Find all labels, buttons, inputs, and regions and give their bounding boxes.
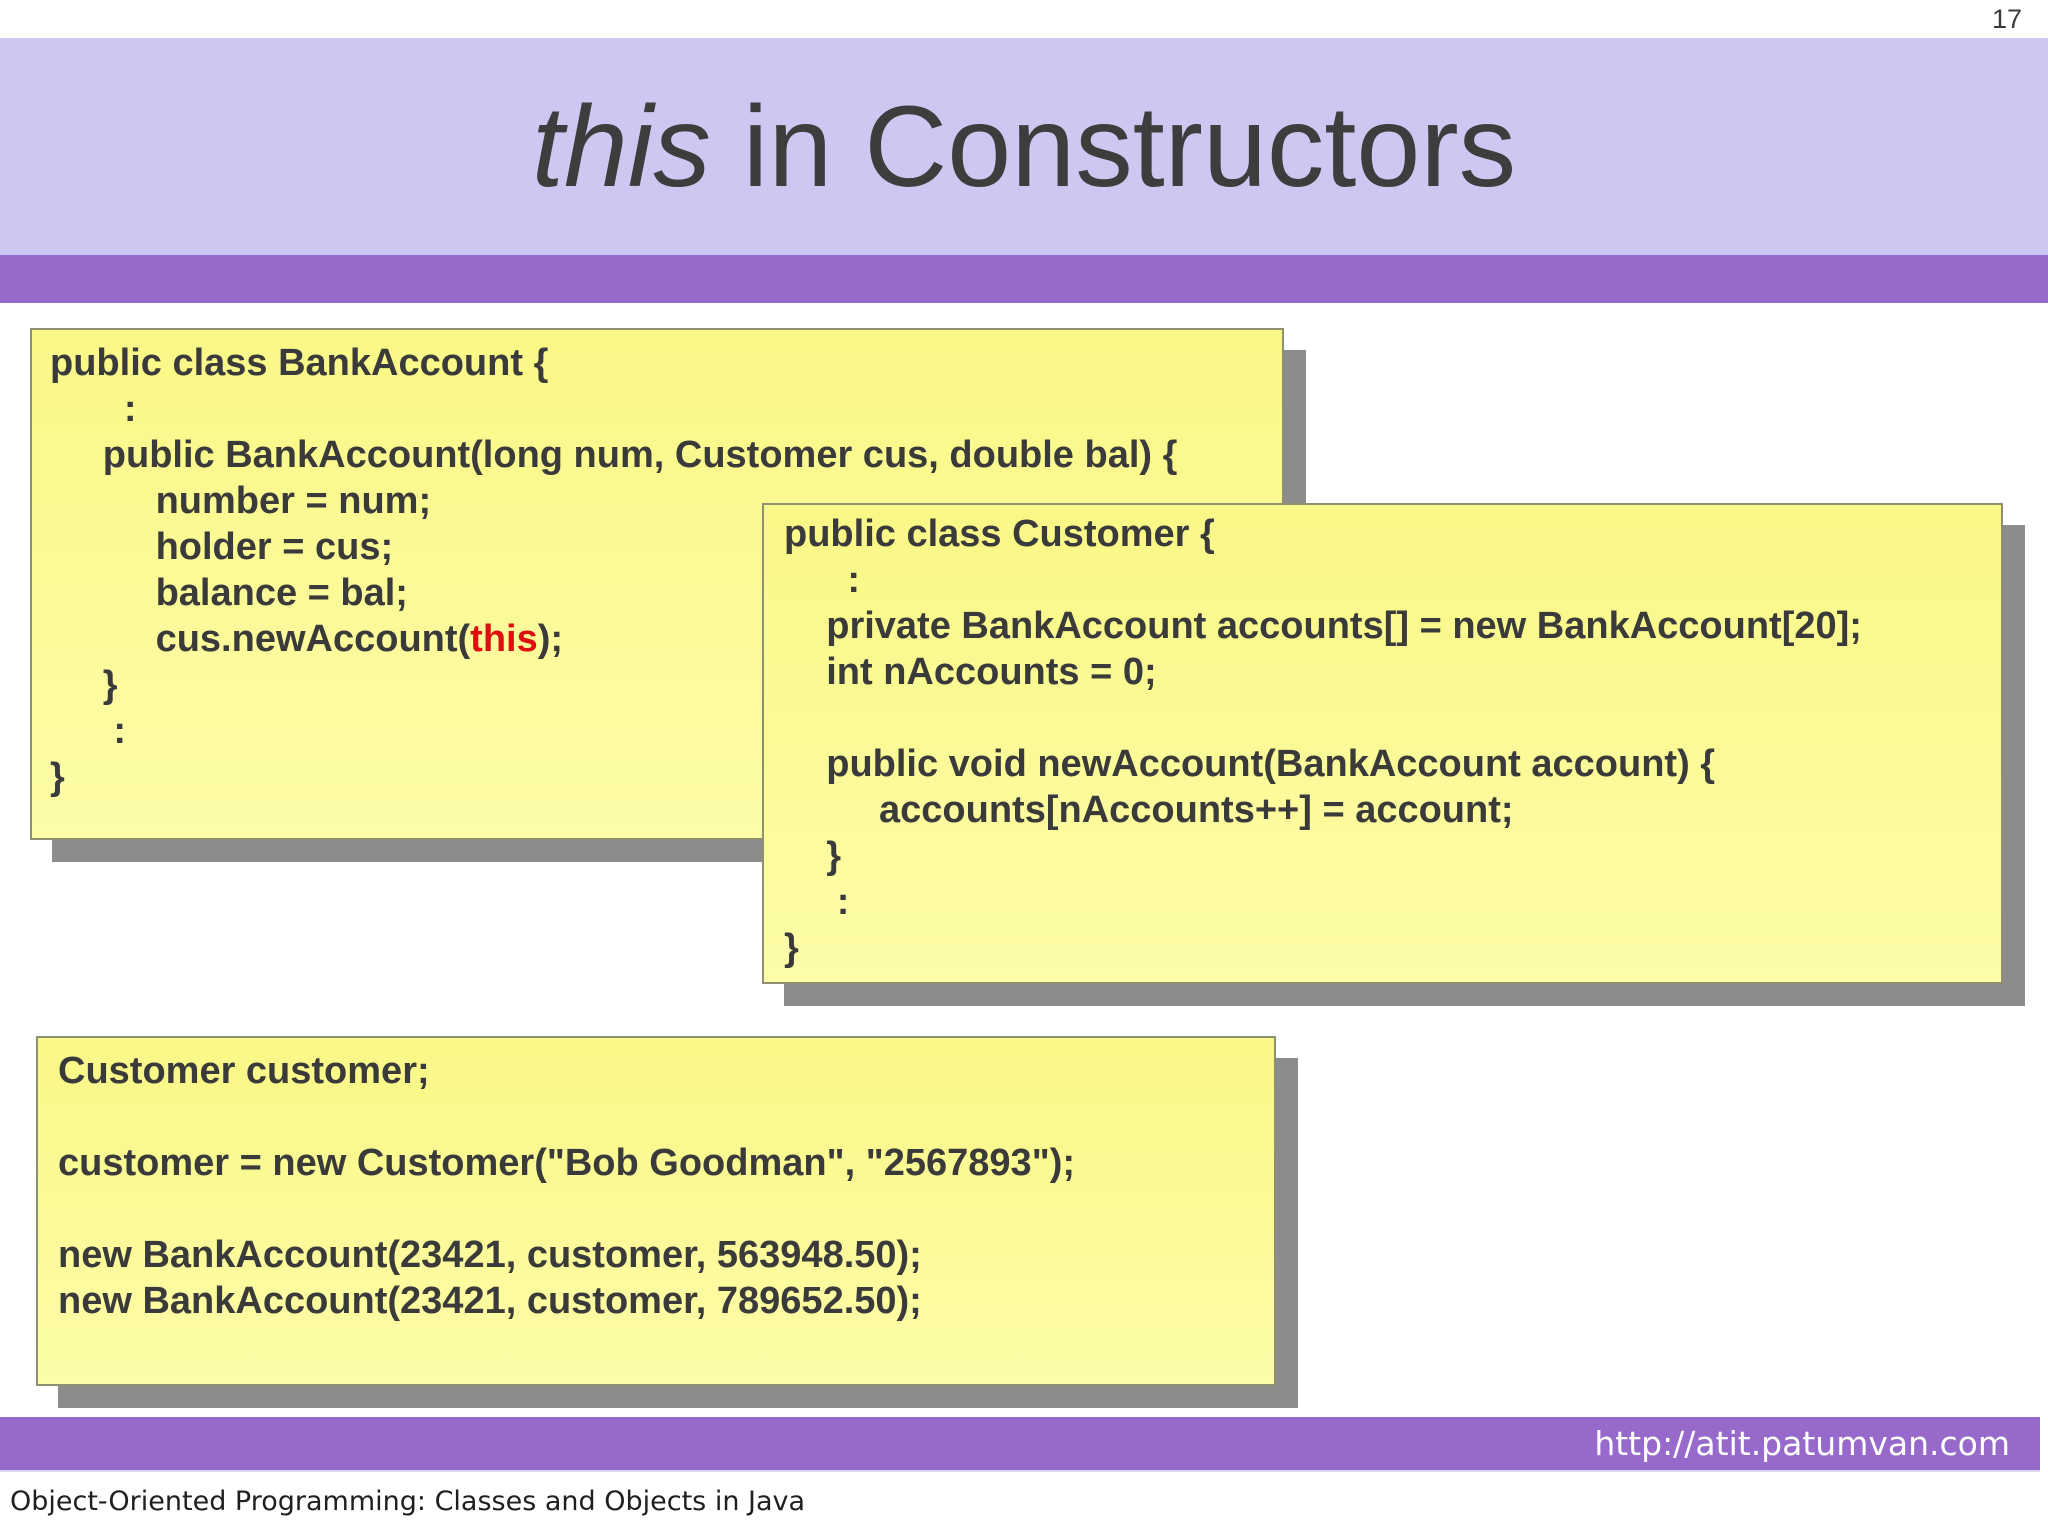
code-line (784, 695, 2001, 741)
code-line: } (50, 756, 65, 798)
code-box-customer: public class Customer { : private BankAc… (762, 503, 2003, 984)
code-line: customer = new Customer("Bob Goodman", "… (58, 1142, 1076, 1184)
title-keyword-this: this (531, 82, 711, 211)
code-line: new BankAccount(23421, customer, 789652.… (58, 1280, 922, 1322)
code-line: : (784, 881, 850, 923)
code-line: Customer customer; (58, 1050, 430, 1092)
code-line: int nAccounts = 0; (784, 651, 1157, 693)
title-rest: in Constructors (710, 82, 1517, 211)
code-line: } (784, 835, 842, 877)
code-text-prefix: cus.newAccount( (50, 618, 471, 660)
code-line: public class BankAccount { (50, 342, 549, 384)
code-line: } (50, 664, 118, 706)
code-text-suffix: ); (537, 618, 564, 660)
code-line: } (784, 927, 799, 969)
code-line-this: cus.newAccount(this); (50, 616, 1282, 662)
code-line: public void newAccount(BankAccount accou… (784, 743, 1716, 785)
top-accent-bar (0, 255, 2048, 303)
code-line (58, 1094, 1274, 1140)
page-number: 17 (1991, 4, 2022, 34)
code-line: public BankAccount(long num, Customer cu… (50, 434, 1178, 476)
code-line: private BankAccount accounts[] = new Ban… (784, 605, 1862, 647)
code-line: new BankAccount(23421, customer, 563948.… (58, 1234, 922, 1276)
footer-url-link[interactable]: http://atit.patumvan.com (1594, 1424, 2010, 1463)
code-line: accounts[nAccounts++] = account; (784, 789, 1514, 831)
this-keyword: this (470, 618, 538, 660)
code-line (58, 1186, 1274, 1232)
code-line: number = num; (50, 480, 432, 522)
title-band: this in Constructors (0, 38, 2048, 255)
code-line: : (784, 559, 860, 601)
code-line: public class Customer { (784, 513, 1215, 555)
code-line: : (50, 388, 137, 430)
bottom-accent-bar: http://atit.patumvan.com (0, 1417, 2040, 1472)
slide-title: this in Constructors (532, 81, 1516, 213)
code-line: balance = bal; (50, 572, 408, 614)
footer-caption: Object-Oriented Programming: Classes and… (10, 1486, 806, 1517)
code-line: holder = cus; (50, 526, 394, 568)
code-line: : (50, 710, 126, 752)
code-box-usage: Customer customer; customer = new Custom… (36, 1036, 1276, 1386)
